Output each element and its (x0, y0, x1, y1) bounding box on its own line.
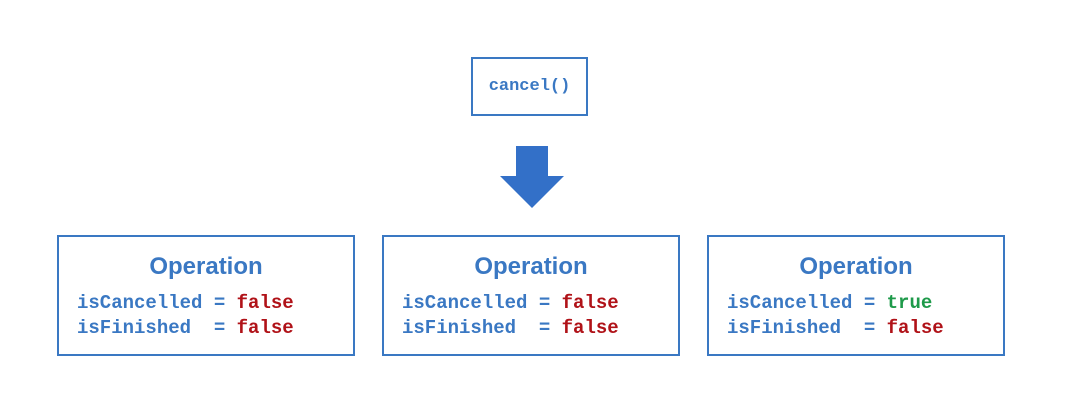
operation-title: Operation (149, 253, 263, 280)
is-finished-line: isFinished = false (727, 317, 944, 339)
operation-box-1: Operation isCancelled = false isFinished… (57, 235, 355, 356)
operation-title: Operation (799, 253, 913, 280)
is-finished-value: false (886, 317, 944, 339)
is-finished-key: isFinished = (77, 317, 237, 339)
is-finished-key: isFinished = (402, 317, 562, 339)
cancel-call-box: cancel() (471, 57, 588, 116)
is-cancelled-key: isCancelled = (77, 292, 237, 314)
operation-box-2: Operation isCancelled = false isFinished… (382, 235, 680, 356)
is-cancelled-key: isCancelled = (402, 292, 562, 314)
operation-box-3: Operation isCancelled = true isFinished … (707, 235, 1005, 356)
is-finished-line: isFinished = false (402, 317, 619, 339)
is-cancelled-line: isCancelled = true (727, 292, 932, 314)
is-finished-value: false (236, 317, 294, 339)
is-cancelled-value: false (561, 292, 619, 314)
is-cancelled-line: isCancelled = false (402, 292, 619, 314)
is-cancelled-key: isCancelled = (727, 292, 887, 314)
is-cancelled-value: false (236, 292, 294, 314)
is-finished-value: false (561, 317, 619, 339)
operation-title: Operation (474, 253, 588, 280)
is-cancelled-line: isCancelled = false (77, 292, 294, 314)
is-finished-key: isFinished = (727, 317, 887, 339)
is-cancelled-value: true (886, 292, 933, 314)
down-arrow-icon (500, 146, 564, 208)
is-finished-line: isFinished = false (77, 317, 294, 339)
cancel-call-label: cancel() (488, 77, 571, 96)
